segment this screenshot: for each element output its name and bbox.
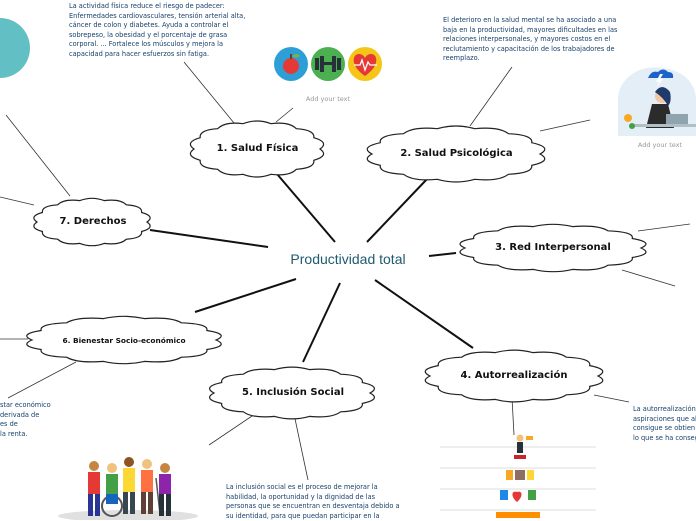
- apple-icon: [283, 54, 300, 74]
- connector-salud-psicologica: [366, 177, 429, 243]
- cloud-shape-inclusion-social: [208, 366, 376, 420]
- dumbbell-icon: [315, 56, 341, 72]
- cloud-shape-salud-psicologica: [366, 125, 546, 183]
- line-psico-image: [539, 119, 591, 132]
- note-salud-psicologica[interactable]: El deterioro en la salud mental se ha as…: [443, 16, 618, 62]
- note-bienestar-line: star económico: [0, 401, 51, 409]
- line-inclusion-image: [208, 413, 256, 446]
- node-salud-fisica[interactable]: 1. Salud Física: [216, 143, 299, 154]
- main-connectors: [149, 173, 474, 363]
- node-autorrealizacion[interactable]: 4. Autorrealización: [460, 370, 568, 381]
- people-group-illustration: [58, 457, 198, 520]
- teal-decoration: [0, 18, 30, 78]
- note-autorrealizacion-line: consigue se obtien: [633, 424, 696, 432]
- cloud-shape-salud-fisica: [189, 120, 325, 178]
- secondary-connectors: [0, 61, 691, 481]
- node-bienestar[interactable]: 6. Bienestar Socio-económico: [62, 336, 186, 345]
- node-inclusion-social[interactable]: 5. Inclusión Social: [241, 387, 344, 398]
- central-topic[interactable]: Productividad total: [290, 251, 406, 267]
- note-bienestar-line: la renta.: [0, 429, 28, 438]
- node-derechos[interactable]: 7. Derechos: [59, 216, 127, 227]
- cloud-nodes: [26, 120, 647, 420]
- line-derechos-left: [0, 196, 35, 206]
- note-autorrealizacion[interactable]: La autorrealización aspiraciones que al …: [633, 405, 696, 443]
- line-red-top: [637, 223, 691, 232]
- note-inclusion-social[interactable]: La inclusión social es el proceso de mej…: [226, 483, 400, 520]
- line-auto-image: [511, 397, 515, 436]
- line-derechos-top: [5, 114, 71, 197]
- cloud-shape-derechos: [33, 197, 151, 247]
- node-red-interpersonal[interactable]: 3. Red Interpersonal: [495, 242, 611, 253]
- caption-salud-psicologica-image[interactable]: Add your text: [637, 141, 683, 149]
- salud-fisica-icons: [274, 47, 382, 81]
- note-autorrealizacion-line: aspiraciones que al: [633, 414, 696, 423]
- line-bienestar-note: [7, 361, 77, 399]
- connector-autorrealizacion: [374, 279, 474, 349]
- cloud-shape-red-interpersonal: [459, 223, 647, 273]
- note-autorrealizacion-line: La autorrealización: [633, 405, 696, 413]
- connector-bienestar: [194, 278, 297, 313]
- line-fisica-note: [183, 61, 235, 124]
- cloud-shape-bienestar: [26, 315, 222, 365]
- line-auto-note: [593, 394, 630, 403]
- connector-derechos: [149, 229, 269, 248]
- note-bienestar-line: derivada de: [0, 410, 40, 419]
- note-bienestar[interactable]: star económico derivada de es de la rent…: [0, 401, 60, 439]
- note-bienestar-line: es de: [0, 420, 18, 428]
- success-steps-illustration: [440, 434, 596, 518]
- node-salud-psicologica[interactable]: 2. Salud Psicológica: [400, 148, 513, 159]
- line-inclusion-note: [293, 413, 309, 481]
- line-red-bottom: [621, 269, 676, 287]
- woman-stress-illustration: [618, 67, 696, 136]
- line-psico-note: [469, 66, 513, 127]
- note-autorrealizacion-line: lo que se ha conseg: [633, 433, 696, 442]
- note-salud-fisica[interactable]: La actividad física reduce el riesgo de …: [69, 2, 246, 58]
- line-fisica-image: [275, 107, 294, 123]
- connector-inclusion-social: [302, 282, 341, 363]
- heartbeat-icon: [353, 54, 377, 76]
- caption-salud-fisica-image[interactable]: Add your text: [305, 95, 351, 103]
- cloud-shape-autorrealizacion: [424, 349, 604, 403]
- connector-salud-fisica: [276, 173, 336, 243]
- connector-red-interpersonal: [428, 252, 457, 257]
